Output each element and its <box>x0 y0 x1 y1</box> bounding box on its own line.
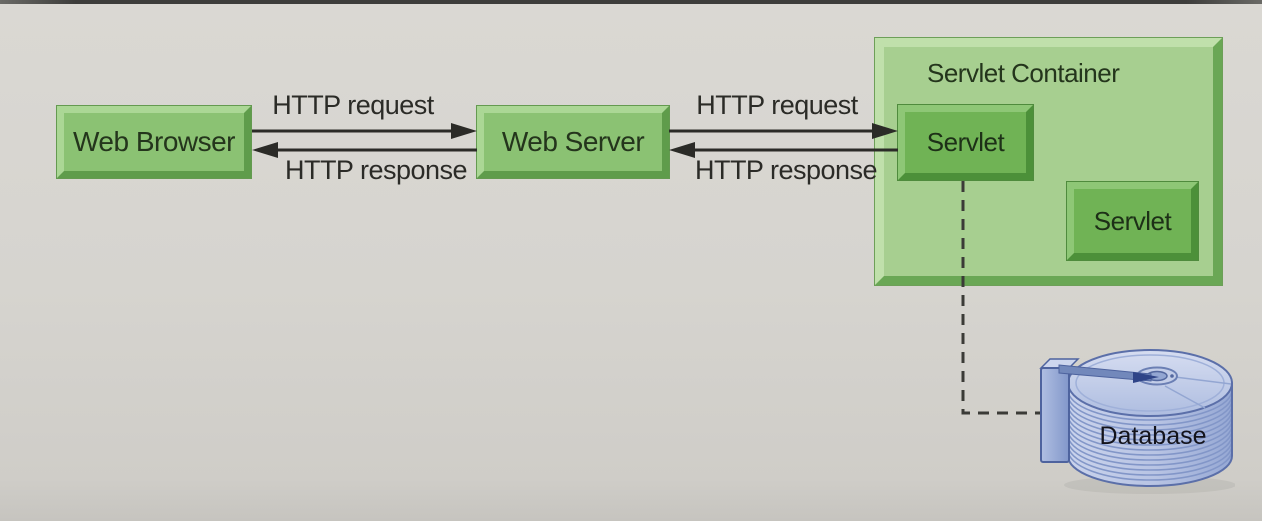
node-servlet-1: Servlet <box>898 105 1033 180</box>
database-icon: Database <box>1039 349 1235 494</box>
edge-label-http-response-2: HTTP response <box>694 155 878 185</box>
node-web-browser: Web Browser <box>57 106 251 178</box>
node-servlet-container: Servlet Container Servlet Servlet <box>875 38 1222 285</box>
database-hub-inner <box>1146 370 1168 382</box>
database-body-outline <box>1067 383 1233 487</box>
database-hub-hole-right <box>1170 374 1174 378</box>
database-hub-hole-left <box>1140 374 1144 378</box>
database-body <box>1068 383 1232 486</box>
database-hub-outer <box>1136 366 1178 386</box>
node-web-browser-label: Web Browser <box>72 126 236 157</box>
node-servlet-2: Servlet <box>1067 182 1198 260</box>
database-block-top <box>1039 358 1080 369</box>
database-block-front <box>1040 367 1070 463</box>
database-ridges <box>1067 389 1233 481</box>
database-arm-tip <box>1133 372 1159 383</box>
edge-label-http-request-2: HTTP request <box>696 90 858 120</box>
node-web-server-label: Web Server <box>501 126 645 157</box>
node-servlet-2-label: Servlet <box>1093 205 1172 236</box>
database-platter <box>1067 349 1233 417</box>
servlet-container-title: Servlet Container <box>927 58 1120 88</box>
database-sector-line-1 <box>1174 376 1232 385</box>
database-label: Database <box>1099 422 1206 450</box>
database-shadow <box>1064 476 1235 494</box>
database-platter-rim <box>1075 354 1225 412</box>
arrow-response-2-head <box>669 142 695 158</box>
node-servlet-1-label: Servlet <box>926 127 1005 157</box>
node-web-server: Web Server <box>477 106 669 178</box>
arrow-response-1-head <box>252 142 278 158</box>
database-sector-line-2 <box>1164 385 1206 409</box>
edge-label-http-response-1: HTTP response <box>284 155 468 185</box>
arrow-request-1-head <box>451 123 477 139</box>
top-border-strip <box>0 0 1262 4</box>
edge-label-http-request-1: HTTP request <box>272 90 434 120</box>
database-arm <box>1058 364 1152 382</box>
